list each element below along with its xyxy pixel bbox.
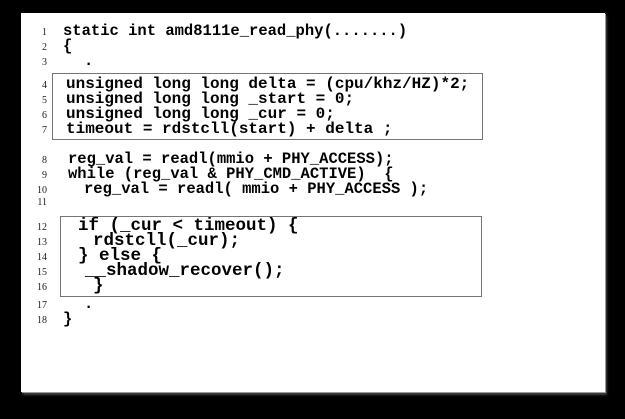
code-line-row: 11 bbox=[21, 197, 605, 212]
code-line-row: 15 __shadow_recover(); bbox=[21, 261, 605, 281]
code-text: { bbox=[63, 37, 73, 55]
code-text: reg_val = readl( mmio + PHY_ACCESS ); bbox=[84, 180, 429, 198]
line-number: 18 bbox=[37, 315, 47, 326]
code-text: while (reg_val & PHY_CMD_ACTIVE) { bbox=[68, 165, 394, 183]
code-text: . bbox=[84, 52, 94, 70]
line-number: 7 bbox=[42, 124, 47, 136]
code-line-row: 2{ bbox=[21, 37, 605, 55]
code-text: timeout = rdstcll(start) + delta ; bbox=[66, 119, 393, 138]
line-number: 10 bbox=[37, 185, 47, 196]
code-line-row: 5 unsigned long long _start = 0; bbox=[21, 89, 605, 108]
line-number: 9 bbox=[42, 170, 47, 181]
code-text: rdstcll(_cur); bbox=[93, 231, 241, 251]
line-number: 2 bbox=[42, 42, 47, 53]
line-number: 14 bbox=[37, 252, 47, 263]
code-line-row: 7 timeout = rdstcll(start) + delta ; bbox=[21, 119, 605, 138]
code-segment: 8 reg_val = readl(mmio + PHY_ACCESS); 9 whi… bbox=[21, 150, 605, 212]
code-line-row: 13 rdstcll(_cur); bbox=[21, 231, 605, 251]
line-number: 17 bbox=[37, 300, 47, 311]
code-line-row: 4 unsigned long long delta = (cpu/khz/HZ)… bbox=[21, 74, 605, 93]
code-text: } bbox=[63, 310, 73, 328]
code-text: unsigned long long _cur = 0; bbox=[66, 104, 335, 123]
line-number: 15 bbox=[37, 267, 47, 278]
line-number: 1 bbox=[42, 27, 47, 38]
code-line-row: 9 while (reg_val & PHY_CMD_ACTIVE) { bbox=[21, 165, 605, 183]
line-number: 16 bbox=[37, 282, 47, 293]
code-text: unsigned long long _start = 0; bbox=[66, 89, 355, 108]
code-text: reg_val = readl(mmio + PHY_ACCESS); bbox=[68, 150, 394, 168]
line-number: 3 bbox=[42, 57, 47, 68]
code-line-row: 8 reg_val = readl(mmio + PHY_ACCESS); bbox=[21, 150, 605, 168]
code-text: unsigned long long delta = (cpu/khz/HZ)*… bbox=[66, 74, 470, 93]
code-text: } bbox=[93, 276, 104, 296]
code-line-row: 18} bbox=[21, 310, 605, 328]
code-text: __shadow_recover(); bbox=[85, 261, 285, 281]
code-text: } else { bbox=[78, 246, 163, 266]
code-line-row: 1 static int amd8111e_read_phy(.......) bbox=[21, 22, 605, 40]
code-text: if (_cur < timeout) { bbox=[78, 216, 299, 236]
code-segment: 17.18} bbox=[21, 295, 605, 328]
code-line-row: 10 reg_val = readl( mmio + PHY_ACCESS ); bbox=[21, 180, 605, 198]
code-line-row: 17. bbox=[21, 295, 605, 313]
code-line-row: 16} bbox=[21, 276, 605, 296]
highlighted-code-segment: 4 unsigned long long delta = (cpu/khz/HZ)… bbox=[21, 73, 605, 140]
line-number: 5 bbox=[42, 94, 47, 106]
line-number: 4 bbox=[42, 79, 47, 91]
code-line-row: 6 unsigned long long _cur = 0; bbox=[21, 104, 605, 123]
code-line-row: 14 } else { bbox=[21, 246, 605, 266]
line-number: 13 bbox=[37, 237, 47, 248]
line-number: 8 bbox=[42, 155, 47, 166]
code-line-row: 12 if (_cur < timeout) { bbox=[21, 216, 605, 236]
code-text: . bbox=[84, 295, 94, 313]
line-number: 12 bbox=[37, 222, 47, 233]
code-text: static int amd8111e_read_phy(.......) bbox=[63, 22, 408, 40]
code-line-row: 3. bbox=[21, 52, 605, 70]
line-number: 6 bbox=[42, 109, 47, 121]
line-number: 11 bbox=[37, 197, 47, 208]
